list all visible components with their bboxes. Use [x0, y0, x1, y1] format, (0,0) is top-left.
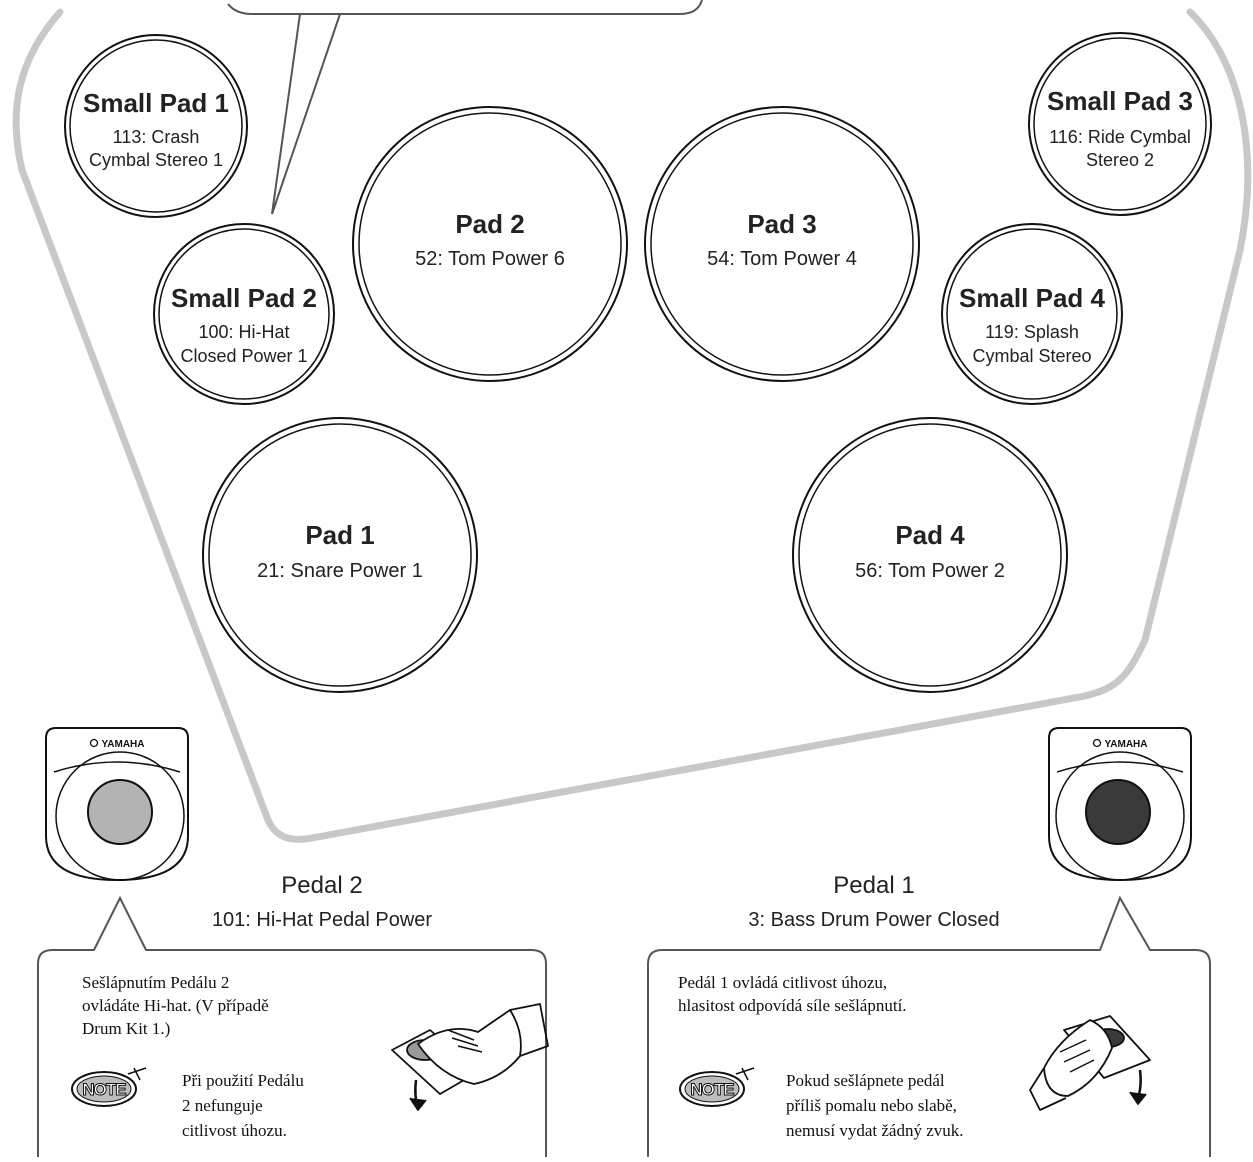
pad-2-sound: 52: Tom Power 6	[415, 248, 565, 270]
yamaha-emblem-icon	[1092, 738, 1102, 748]
small-pad-1[interactable]: Small Pad 1 113: Crash Cymbal Stereo 1	[64, 34, 248, 218]
small-pad-2-sound-line2: Closed Power 1	[180, 346, 307, 366]
pedal-2-note-line1: Při použití Pedálu	[182, 1071, 304, 1090]
foot-on-pedal-right-illustration	[1029, 1015, 1151, 1111]
small-pad-3-sound-line2: Stereo 2	[1086, 150, 1154, 170]
foot-on-pedal-left-illustration	[391, 1003, 549, 1111]
pedal-1-logo: YAMAHA	[1105, 739, 1148, 750]
small-pad-3[interactable]: Small Pad 3 116: Ride Cymbal Stereo 2	[1028, 32, 1212, 216]
pedal-2-note-line2: 2 nefunguje	[182, 1096, 263, 1115]
pedal-1-unit[interactable]: YAMAHA	[1048, 727, 1192, 882]
pedal-2-callout-line1: Sešlápnutím Pedálu 2	[82, 973, 230, 992]
small-pad-2-sound-line1: 100: Hi-Hat	[198, 322, 289, 342]
pedal-1-note-line3: nemusí vydat žádný zvuk.	[786, 1121, 964, 1140]
yamaha-emblem-icon	[89, 738, 99, 748]
pedal-2-callout-box	[37, 895, 547, 1157]
small-pad-1-sound-line1: 113: Crash	[113, 127, 200, 147]
small-pad-4-sound-line2: Cymbal Stereo	[972, 346, 1091, 366]
note-badge-right: NOTE	[679, 1067, 755, 1107]
pedal-1-callout-box	[647, 895, 1211, 1157]
pad-3-sound: 54: Tom Power 4	[707, 248, 857, 270]
small-pad-3-name: Small Pad 3	[1047, 86, 1193, 116]
pad-4-sound: 56: Tom Power 2	[855, 560, 1005, 582]
pad-2[interactable]: Pad 2 52: Tom Power 6	[352, 106, 628, 382]
pedal-2-logo: YAMAHA	[102, 739, 145, 750]
pad-1[interactable]: Pad 1 21: Snare Power 1	[202, 417, 478, 693]
pedal-1-note-line2: příliš pomalu nebo slabě,	[786, 1096, 957, 1115]
pedal-1-sound: 3: Bass Drum Power Closed	[748, 909, 999, 931]
pedal-1-name: Pedal 1	[833, 872, 914, 899]
pad-3-name: Pad 3	[747, 209, 816, 239]
small-pad-2[interactable]: Small Pad 2 100: Hi-Hat Closed Power 1	[153, 223, 335, 405]
pedal-2-note-line3: citlivost úhozu.	[182, 1121, 287, 1140]
small-pad-3-sound-line1: 116: Ride Cymbal	[1049, 127, 1191, 147]
pad-4-name: Pad 4	[895, 520, 965, 550]
pedal-2-unit[interactable]: YAMAHA	[45, 727, 189, 882]
pedal-1-button	[1085, 779, 1151, 845]
pedal-1-note-line1: Pokud sešlápnete pedál	[786, 1071, 945, 1090]
pedal-1-callout-line1: Pedál 1 ovládá citlivost úhozu,	[678, 973, 888, 992]
small-pad-1-name: Small Pad 1	[83, 88, 229, 118]
small-pad-4-name: Small Pad 4	[959, 283, 1105, 313]
pedal-2-callout-line2: ovládáte Hi-hat. (V případě	[82, 996, 269, 1015]
pad-2-name: Pad 2	[455, 209, 524, 239]
pedal-2-callout-line3: Drum Kit 1.)	[82, 1019, 171, 1038]
small-pad-4-sound-line1: 119: Splash	[985, 322, 1079, 342]
drum-unit-outline	[12, 8, 1252, 843]
pedal-2-name: Pedal 2	[281, 872, 362, 899]
pad-1-name: Pad 1	[305, 520, 374, 550]
small-pad-2-name: Small Pad 2	[171, 283, 317, 313]
pedal-2-sound: 101: Hi-Hat Pedal Power	[212, 909, 432, 931]
small-pad-4[interactable]: Small Pad 4 119: Splash Cymbal Stereo	[941, 223, 1123, 405]
note-badge-left-label: NOTE	[82, 1080, 126, 1099]
pad-3[interactable]: Pad 3 54: Tom Power 4	[644, 106, 920, 382]
pad-1-sound: 21: Snare Power 1	[257, 560, 423, 582]
note-badge-left: NOTE	[71, 1067, 147, 1107]
pedal-2-button	[87, 779, 153, 845]
pad-4[interactable]: Pad 4 56: Tom Power 2	[792, 417, 1068, 693]
pedal-1-callout-line2: hlasitost odpovídá síle sešlápnutí.	[678, 996, 907, 1015]
top-callout-fragment	[227, 0, 703, 215]
note-badge-right-label: NOTE	[690, 1080, 734, 1099]
small-pad-1-sound-line2: Cymbal Stereo 1	[89, 150, 223, 170]
